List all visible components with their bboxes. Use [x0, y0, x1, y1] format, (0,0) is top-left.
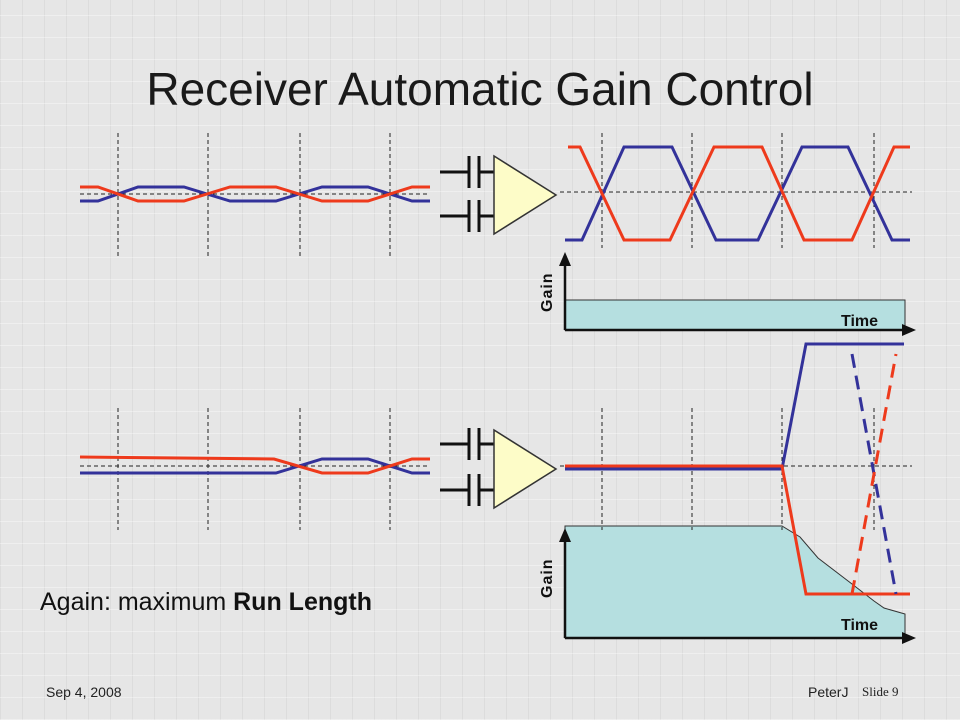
bottom-coupling-capacitors	[440, 428, 496, 506]
top-input-signal-positive	[80, 185, 430, 203]
top-gain-plot: Gain Time	[539, 252, 916, 336]
footer-date: Sep 4, 2008	[46, 684, 122, 700]
top-time-label: Time	[841, 313, 878, 330]
bottom-time-label: Time	[841, 617, 878, 634]
footer-slide-number: Slide 9	[862, 684, 899, 699]
top-coupling-capacitors	[440, 156, 496, 232]
top-input-eye	[80, 133, 430, 258]
bottom-output-eye	[560, 342, 912, 596]
bottom-input-eye	[79, 408, 430, 530]
caption-prefix: Again: maximum	[40, 588, 234, 616]
caption-emphasis: Run Length	[233, 588, 372, 616]
top-amplifier	[493, 154, 558, 236]
footer-author: PeterJ	[808, 684, 849, 700]
bottom-output-signal-positive	[565, 464, 910, 596]
bottom-gain-label: Gain	[539, 558, 556, 598]
bottom-input-signal-positive	[79, 455, 430, 475]
bottom-output-signal-negative	[565, 342, 904, 471]
bottom-amplifier	[493, 428, 558, 510]
top-output-eye	[560, 133, 912, 248]
slide-title: Receiver Automatic Gain Control	[146, 63, 814, 115]
top-gain-label: Gain	[539, 272, 556, 312]
bottom-output-dashed-positive	[850, 353, 898, 595]
bottom-gain-plot: Gain Time	[539, 525, 916, 644]
top-output-signal-positive	[568, 145, 910, 242]
bottom-input-signal-negative	[80, 457, 430, 475]
caption: Again: maximum Run Length	[40, 588, 372, 617]
